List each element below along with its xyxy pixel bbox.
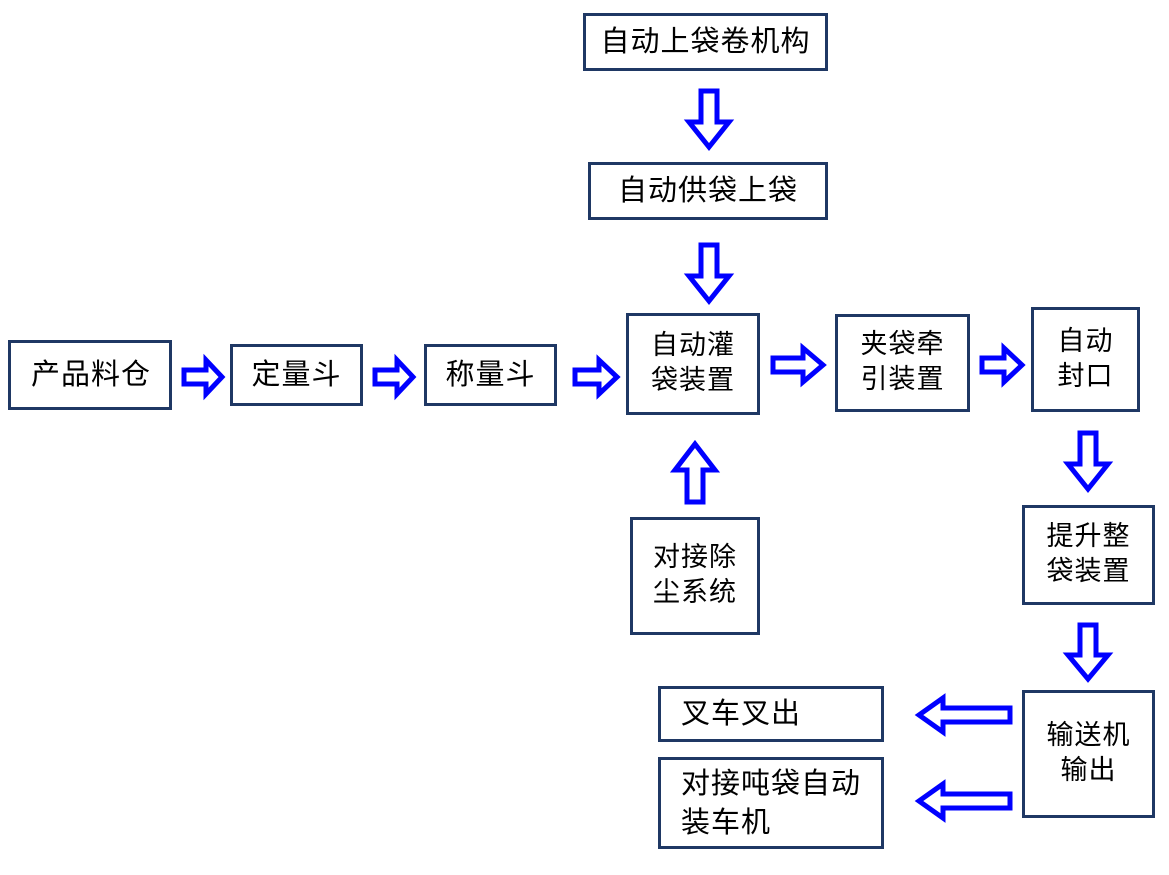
node-auto-bag-filling[interactable]: 自动灌 袋装置 — [626, 313, 760, 415]
arrow-down-sealing-to-lift — [1062, 430, 1114, 494]
arrow-up-dust-to-filling — [669, 439, 721, 506]
node-auto-bag-roll[interactable]: 自动上袋卷机构 — [583, 13, 828, 71]
arrow-right-dosing-to-weighing — [372, 353, 417, 401]
arrow-right-filling-to-clamp — [770, 342, 827, 388]
node-auto-bag-feed[interactable]: 自动供袋上袋 — [588, 162, 828, 220]
arrow-right-clamp-to-sealing — [979, 342, 1026, 388]
arrow-down-bagroll-to-bagfeed — [683, 88, 735, 152]
arrow-left-conveyor-to-tonbag — [914, 779, 1013, 823]
node-bag-clamp-traction[interactable]: 夹袋牵 引装置 — [835, 314, 970, 412]
arrow-down-bagfeed-to-filling — [683, 242, 735, 306]
arrow-down-lift-to-conveyor — [1062, 622, 1114, 683]
node-product-silo[interactable]: 产品料仓 — [8, 340, 172, 410]
node-lift-bag-shaping[interactable]: 提升整 袋装置 — [1022, 505, 1155, 605]
node-dosing-hopper[interactable]: 定量斗 — [230, 344, 363, 406]
arrow-right-weighing-to-filling — [572, 354, 621, 400]
node-forklift-out[interactable]: 叉车叉出 — [658, 686, 884, 742]
node-dust-removal[interactable]: 对接除 尘系统 — [630, 517, 760, 635]
node-ton-bag-loader[interactable]: 对接吨袋自动 装车机 — [658, 757, 884, 849]
node-conveyor-output[interactable]: 输送机 输出 — [1022, 690, 1155, 818]
arrow-left-conveyor-to-forklift — [914, 693, 1013, 737]
node-weighing-hopper[interactable]: 称量斗 — [424, 344, 557, 406]
node-auto-sealing[interactable]: 自动 封口 — [1031, 307, 1140, 412]
arrow-right-silo-to-dosing — [181, 353, 226, 401]
